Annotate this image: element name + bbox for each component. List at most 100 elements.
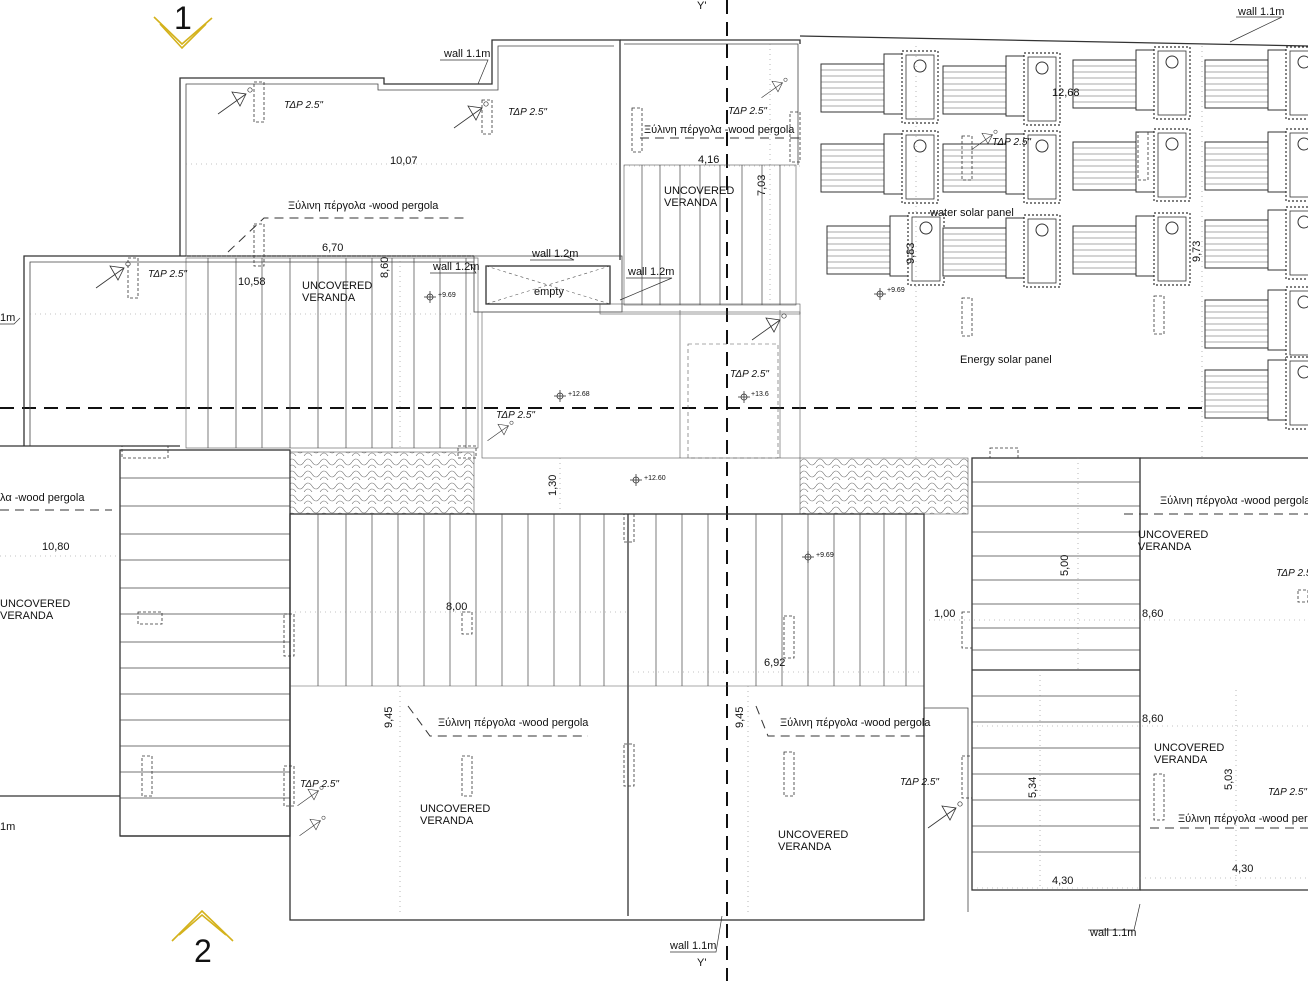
- solar-panel: [1072, 46, 1191, 120]
- dimension: 9,45: [734, 707, 746, 728]
- section-number-bottom: 2: [194, 933, 212, 969]
- slope-label: ΤΔΡ 2.5": [284, 100, 323, 111]
- solar-panel-array: [820, 46, 1308, 430]
- slope-label: ΤΔΡ 2.5": [496, 410, 535, 421]
- veranda-label: VERANDA: [0, 610, 54, 622]
- wall-label: wall 1.1m: [1237, 6, 1284, 18]
- dimension: 10,80: [42, 541, 70, 553]
- roof-outline: [0, 35, 1308, 447]
- pergola-label: λα -wood pergola: [0, 492, 85, 504]
- slope-label: ΤΔΡ 2.5": [1276, 568, 1308, 579]
- section-marker-top: 1: [153, 0, 213, 50]
- axis-label-bottom: Y': [697, 957, 706, 969]
- dimension: 10,07: [390, 155, 418, 167]
- dimension: 9,45: [383, 707, 395, 728]
- section-marker-bottom: 2: [171, 909, 234, 969]
- dimension: 4,30: [1232, 863, 1253, 875]
- veranda-label: VERANDA: [420, 815, 474, 827]
- energy-solar-panel-label: Energy solar panel: [960, 354, 1052, 366]
- dimension: 5,03: [1223, 769, 1235, 790]
- dimension: 8,60: [379, 257, 391, 278]
- pergola-posts: [121, 81, 1308, 821]
- wall-label: wall 1.1m: [1089, 927, 1136, 939]
- wall-label: wall 1.2m: [531, 248, 578, 260]
- pergola-label: Ξύλινη πέργολα -wood pergola: [644, 124, 795, 136]
- wall-label: wall 1.2m: [627, 266, 674, 278]
- pergola-slats-left: [185, 257, 479, 449]
- wall-label: wall 1.1m: [443, 48, 490, 60]
- solar-panel: [1204, 356, 1308, 430]
- slope-label: ΤΔΡ 2.5": [900, 777, 939, 788]
- pergola-slats-lower-left: [119, 449, 291, 837]
- veranda-label: VERANDA: [664, 197, 718, 209]
- veranda-label: VERANDA: [1138, 541, 1192, 553]
- pergola-dashed-lines: [0, 137, 1308, 829]
- dimension: 10,58: [238, 276, 266, 288]
- veranda-label: UNCOVERED: [420, 803, 490, 815]
- solar-panel: [1204, 206, 1308, 280]
- wall-label: 1m: [0, 821, 15, 833]
- solar-panel: [826, 212, 945, 286]
- pergola-label: Ξύλινη πέργολα -wood pergola: [780, 717, 931, 729]
- dimension: 4,16: [698, 154, 719, 166]
- slope-label: ΤΔΡ 2.5": [1268, 787, 1307, 798]
- veranda-label: UNCOVERED: [664, 185, 734, 197]
- slope-label: ΤΔΡ 2.5": [148, 269, 187, 280]
- dimension: 5,00: [1059, 555, 1071, 576]
- empty-label: empty: [534, 286, 564, 298]
- wall-label: wall 1.1m: [669, 940, 716, 952]
- wall-label: 1m: [0, 312, 15, 324]
- level-markers: [424, 288, 886, 563]
- pergola-label: Ξύλινη πέργολα -wood pergola: [288, 200, 439, 212]
- dimension: 4,30: [1052, 875, 1073, 887]
- dimension-lines: [0, 44, 1308, 916]
- slope-label: ΤΔΡ 2.5": [992, 137, 1031, 148]
- wall-callout-leaders: [0, 16, 1283, 953]
- water-solar-panel-label: water solar panel: [929, 207, 1014, 219]
- dimension: 8,00: [446, 601, 467, 613]
- dimension: 9,73: [1191, 241, 1203, 262]
- dimension: 9,83: [905, 243, 917, 264]
- veranda-label: VERANDA: [1154, 754, 1208, 766]
- pergola-label: Ξύλινη πέργολα -wood pergola: [1160, 495, 1308, 507]
- level-label: +9.69: [438, 292, 456, 299]
- dimension: 1,30: [547, 475, 559, 496]
- veranda-label: UNCOVERED: [1138, 529, 1208, 541]
- level-label: +9.69: [887, 287, 905, 294]
- veranda-label: UNCOVERED: [0, 598, 70, 610]
- dimension: 7,03: [756, 175, 768, 196]
- level-label: +12.60: [644, 475, 666, 482]
- veranda-label: UNCOVERED: [302, 280, 372, 292]
- dimension: 6,92: [764, 657, 785, 669]
- dimension: 8,60: [1142, 608, 1163, 620]
- slope-label: ΤΔΡ 2.5": [508, 107, 547, 118]
- solar-panel: [942, 214, 1061, 288]
- cobble-strip-right: [799, 457, 969, 515]
- solar-panel: [1204, 286, 1308, 360]
- solar-panel: [1072, 128, 1191, 202]
- dimension: 1,00: [934, 608, 955, 620]
- dimension: 6,70: [322, 242, 343, 254]
- solar-panel: [820, 50, 939, 124]
- level-label: +9.69: [816, 552, 834, 559]
- wall-label: wall 1.2m: [432, 261, 479, 273]
- solar-panel: [820, 130, 939, 204]
- veranda-label: VERANDA: [778, 841, 832, 853]
- section-number-top: 1: [174, 0, 192, 36]
- pergola-slats-top-middle: [623, 164, 797, 306]
- dimension: 5,34: [1027, 777, 1039, 798]
- dimension: 12,68: [1052, 87, 1080, 99]
- core-area: [481, 303, 801, 459]
- veranda-label: VERANDA: [302, 292, 356, 304]
- solar-panel: [1204, 128, 1308, 202]
- veranda-label: UNCOVERED: [778, 829, 848, 841]
- solar-panel: [942, 52, 1061, 126]
- slope-label: ΤΔΡ 2.5": [728, 106, 767, 117]
- slope-label: ΤΔΡ 2.5": [730, 369, 769, 380]
- pergola-slats-center: [289, 513, 969, 921]
- level-label: +13.6: [751, 391, 769, 398]
- pergola-label: Ξύλινη πέργολα -wood perg: [1178, 813, 1308, 825]
- dimension: 8,60: [1142, 713, 1163, 725]
- pergola-label: Ξύλινη πέργολα -wood pergola: [438, 717, 589, 729]
